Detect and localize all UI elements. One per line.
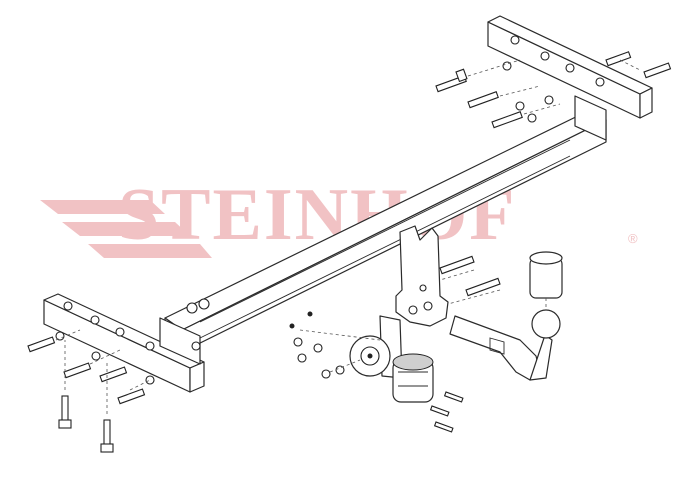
washer-icon <box>297 353 307 363</box>
nut-icon <box>91 351 101 361</box>
bolt-icon <box>605 51 632 67</box>
nut-icon <box>313 343 323 353</box>
bolt-icon <box>117 388 146 405</box>
screw-icon <box>443 391 464 403</box>
nut-icon <box>191 341 201 351</box>
screw-icon <box>433 421 454 433</box>
washer-icon <box>198 298 210 310</box>
bolt-icon <box>435 68 468 93</box>
bolt-icon <box>27 336 56 353</box>
bolt-icon <box>643 62 672 79</box>
bolt-icon <box>99 366 128 383</box>
washer-icon <box>293 337 303 347</box>
small-nut-icon <box>289 323 295 329</box>
registered-mark: ® <box>628 231 638 246</box>
screw-icon <box>429 405 450 417</box>
washer-icon <box>527 113 537 123</box>
small-nut-icon <box>307 311 313 317</box>
washer-icon <box>145 375 155 385</box>
electrical-socket <box>349 315 434 403</box>
tow-ball-neck <box>449 309 561 381</box>
bolt-icon <box>63 362 92 379</box>
bolt-icon <box>467 91 499 109</box>
nut-icon <box>55 331 65 341</box>
bolt-icon <box>465 277 501 297</box>
bolt-icon <box>491 111 523 129</box>
right-mounting-bracket <box>487 15 653 141</box>
left-mounting-bracket <box>43 293 205 393</box>
ball-cover-cap <box>529 251 563 310</box>
bolt-set-right <box>435 51 672 129</box>
center-drop-plate <box>395 225 449 327</box>
bolt-set-center <box>289 255 501 433</box>
vertical-bolt-icon <box>58 395 72 429</box>
nut-icon <box>544 95 554 105</box>
bolt-set-beam-end <box>186 298 210 351</box>
nut-icon <box>321 369 331 379</box>
nut-icon <box>502 61 512 71</box>
vertical-bolt-icon <box>100 419 114 453</box>
bolt-icon <box>439 255 475 275</box>
washer-icon <box>515 101 525 111</box>
bolt-set-left <box>27 329 155 453</box>
nut-icon <box>186 302 198 314</box>
